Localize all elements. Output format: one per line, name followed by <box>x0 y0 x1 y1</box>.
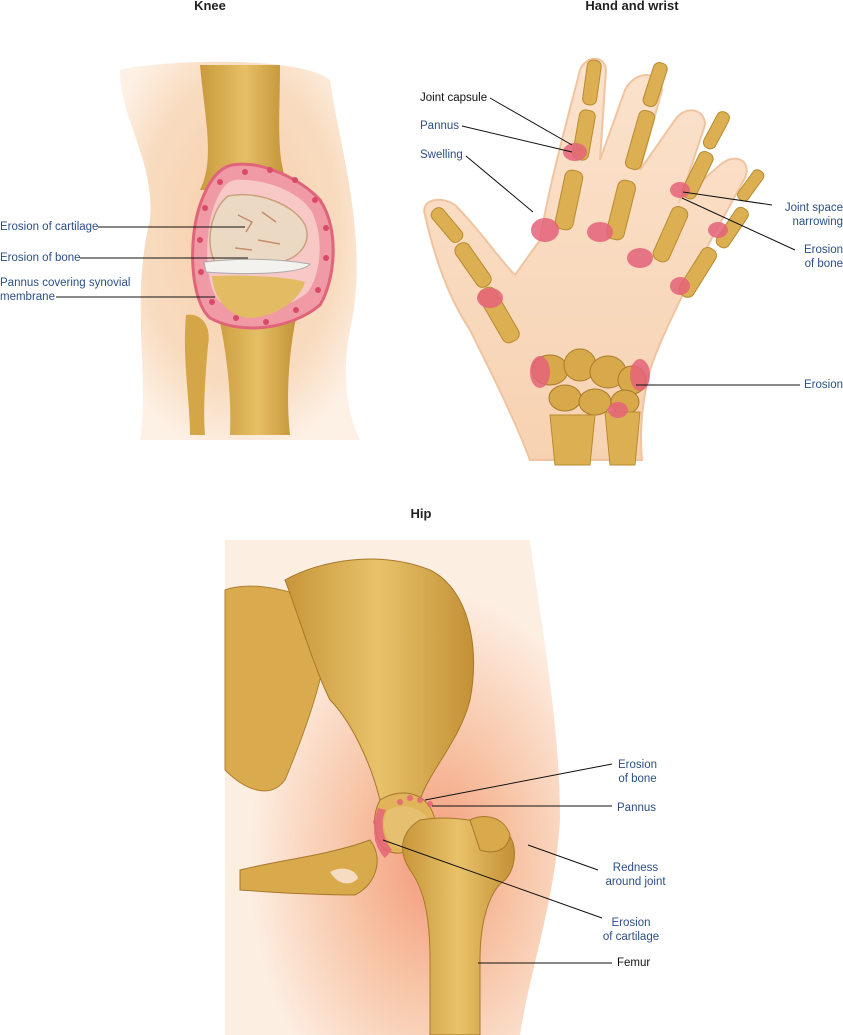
fibula <box>184 314 209 435</box>
hand-label-capsule: Joint capsule <box>420 92 488 104</box>
knee-label-pannus-line1: Pannus covering synovial <box>0 277 131 289</box>
leader-narrowing <box>682 191 773 206</box>
hand-label-bone-line1: Erosion <box>804 244 843 256</box>
sacrum <box>224 585 331 792</box>
tibial-plateau <box>212 275 305 318</box>
femoral-condyles <box>209 194 308 263</box>
hand-title: Hand and wrist <box>585 0 679 13</box>
hip-panel: Hip Erosion of bone Pannus Redness aroun… <box>0 500 843 1035</box>
knee-title: Knee <box>194 0 226 13</box>
hand-label-swelling: Swelling <box>420 149 463 161</box>
knee-panel: Knee Erosion of cartilage Erosion of bon… <box>0 0 400 460</box>
joint-space <box>203 258 311 275</box>
hip-label-bone-line2: of bone <box>618 773 657 785</box>
hip-label-pannus: Pannus <box>617 802 657 814</box>
cartilage-erosion-marks <box>234 211 281 251</box>
hand-label-erosion: Erosion <box>804 379 843 391</box>
greater-trochanter <box>469 816 511 853</box>
pannus-dots <box>197 167 329 325</box>
iliac-crest <box>284 558 475 801</box>
tibia-shaft <box>215 300 300 435</box>
knee-label-bone: Erosion of bone <box>0 252 81 264</box>
hip-label-bone-line1: Erosion <box>618 759 657 771</box>
hand-label-narrowing-line2: narrowing <box>792 216 843 228</box>
leader-bone <box>681 197 796 251</box>
hand-label-pannus: Pannus <box>420 120 460 132</box>
hand-panel: Hand and wrist Joint capsule Pannus Swel… <box>400 0 843 480</box>
obturator <box>330 868 358 884</box>
hip-label-cartilage-line2: of cartilage <box>602 931 660 943</box>
leader-hip-redness <box>527 844 599 871</box>
knee-label-cartilage: Erosion of cartilage <box>0 221 99 233</box>
radius-ulna <box>549 411 641 466</box>
leader-pannus <box>461 125 573 153</box>
hip-label-redness-line1: Redness <box>612 862 659 874</box>
leader-capsule <box>489 97 573 146</box>
hip-label-redness-line2: around joint <box>605 876 666 888</box>
knee-label-pannus-line2: membrane <box>0 291 55 303</box>
hand-illustration <box>423 57 800 466</box>
hand-label-narrowing-line1: Joint space <box>784 202 843 214</box>
hip-title: Hip <box>410 506 432 521</box>
leader-swelling <box>465 155 534 213</box>
hip-inflamed-joint <box>373 795 433 858</box>
leader-hip-bone <box>424 763 613 801</box>
knee-illustration <box>56 61 360 440</box>
hip-label-cartilage-line1: Erosion <box>611 917 651 929</box>
hip-illustration <box>224 540 613 1035</box>
leader-hip-cartilage <box>382 839 603 919</box>
femur-shaft <box>200 65 290 190</box>
inflamed-joints <box>477 143 728 418</box>
hand-label-bone-line2: of bone <box>804 258 843 270</box>
hip-label-femur: Femur <box>617 957 651 969</box>
